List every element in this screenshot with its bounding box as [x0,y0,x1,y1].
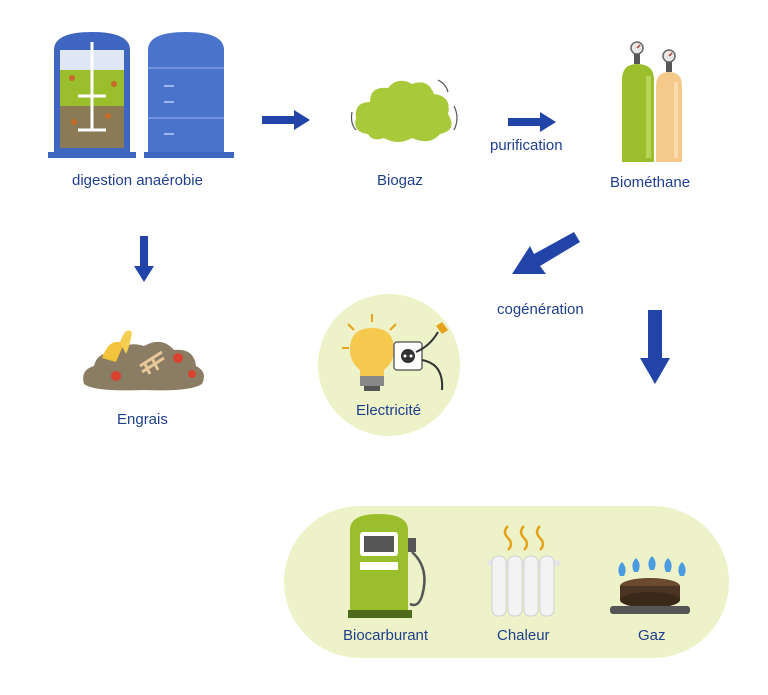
label-electricite: Electricité [356,402,422,419]
fuel-pump-icon [348,514,426,618]
light-bulb-icon [342,314,397,391]
arrow-diagonal-icon [512,232,580,274]
label-engrais: Engrais [117,411,168,428]
arrow-right-icon [508,112,556,132]
label-biomethane: Biométhane [610,174,691,191]
electricity-circle [318,294,460,436]
label-gaz: Gaz [638,627,666,644]
radiator-icon [488,525,560,617]
label-purification: purification [490,137,563,154]
gas-cylinders-icon [622,41,682,162]
gas-burner-icon [610,556,690,614]
arrow-right-icon [262,110,310,130]
label-biogaz: Biogaz [377,172,423,189]
digester-tanks-icon [48,32,234,158]
label-chaleur: Chaleur [497,627,550,644]
arrow-down-icon [134,236,154,282]
power-socket-icon [393,322,448,391]
label-digestion: digestion anaérobie [72,172,203,189]
compost-pile-icon [83,330,204,391]
biogas-cloud-icon [350,79,458,142]
label-cogeneration: cogénération [497,301,584,318]
arrow-down-icon [640,310,670,384]
label-biocarburant: Biocarburant [343,627,429,644]
